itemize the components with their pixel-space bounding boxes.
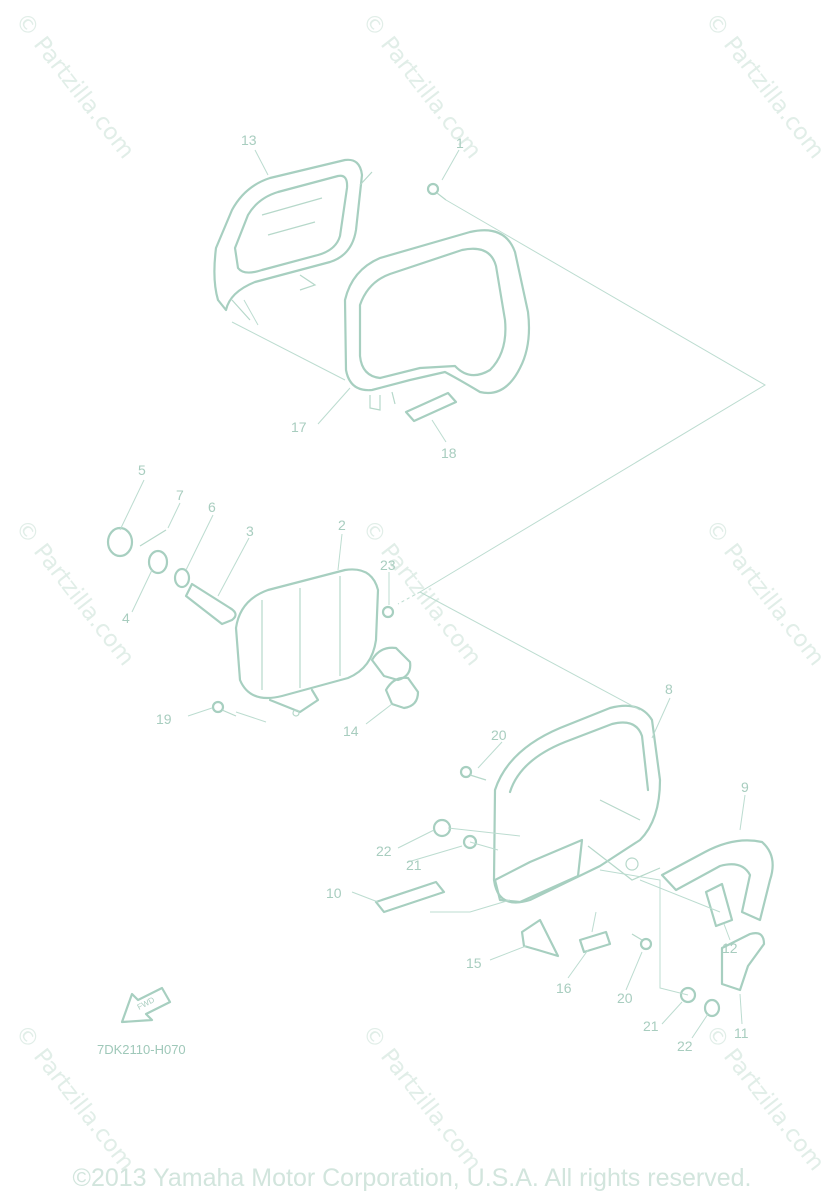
callout-5: 5: [138, 462, 146, 478]
callout-12: 12: [722, 940, 738, 956]
callout-16: 16: [556, 980, 572, 996]
part-2-silencer: [234, 568, 380, 717]
callout-4: 4: [122, 610, 130, 626]
part-7-screw: [139, 529, 167, 547]
part-20-bolt: [459, 765, 653, 951]
part-13-filter-frame: [213, 158, 373, 321]
part-15-bracket: [520, 918, 560, 958]
callout-7: 7: [176, 487, 184, 503]
callout-20-bottom: 20: [617, 990, 633, 1006]
callout-2: 2: [338, 517, 346, 533]
part-9-duct: [660, 839, 774, 922]
callout-17: 17: [291, 419, 307, 435]
callout-8: 8: [665, 681, 673, 697]
callout-15: 15: [466, 955, 482, 971]
callout-20-top: 20: [491, 727, 507, 743]
part-5-clamp: [106, 526, 134, 558]
part-21-washer: [462, 834, 697, 1004]
fwd-arrow-icon: FWD: [120, 986, 172, 1024]
part-19-bolt: [211, 700, 237, 717]
callout-18: 18: [441, 445, 457, 461]
callout-22-left: 22: [376, 843, 392, 859]
copyright-notice: ©2013 Yamaha Motor Corporation, U.S.A. A…: [72, 1164, 752, 1192]
part-11-clip: [720, 932, 766, 992]
callout-1: 1: [456, 135, 464, 151]
callout-10: 10: [326, 885, 342, 901]
part-3-cone: [184, 582, 237, 626]
callout-21-left: 21: [406, 857, 422, 873]
part-8-cover: [492, 704, 662, 904]
callout-19: 19: [156, 711, 172, 727]
callout-numbers: 13 1 17 18 5 7 6 3 2 4 23 14 19 8 9 20 2…: [122, 132, 749, 1054]
callout-21-right: 21: [643, 1018, 659, 1034]
callout-14: 14: [343, 723, 359, 739]
callout-leaders: [119, 149, 746, 1039]
part-6-ring: [173, 567, 191, 589]
part-14-gasket: [370, 646, 420, 710]
callout-9: 9: [741, 779, 749, 795]
part-22-grommet: [432, 818, 721, 1018]
part-16-pad: [578, 930, 612, 954]
part-17-case: [343, 229, 531, 411]
callout-11: 11: [734, 1025, 749, 1041]
diagram-code: 7DK2110-H070: [97, 1042, 186, 1057]
callout-3: 3: [246, 523, 254, 539]
callout-13: 13: [241, 132, 257, 148]
part-12-clip: [704, 882, 734, 928]
assembly-guide-lines: [231, 199, 766, 996]
part-1-screw: [426, 182, 447, 201]
callout-6: 6: [208, 499, 216, 515]
callout-23: 23: [380, 557, 396, 573]
part-18-clip: [404, 391, 458, 423]
part-4-sleeve: [147, 549, 169, 575]
part-10-strip: [374, 880, 446, 914]
part-23-bolt: [381, 605, 395, 619]
callout-22-right: 22: [677, 1038, 693, 1054]
